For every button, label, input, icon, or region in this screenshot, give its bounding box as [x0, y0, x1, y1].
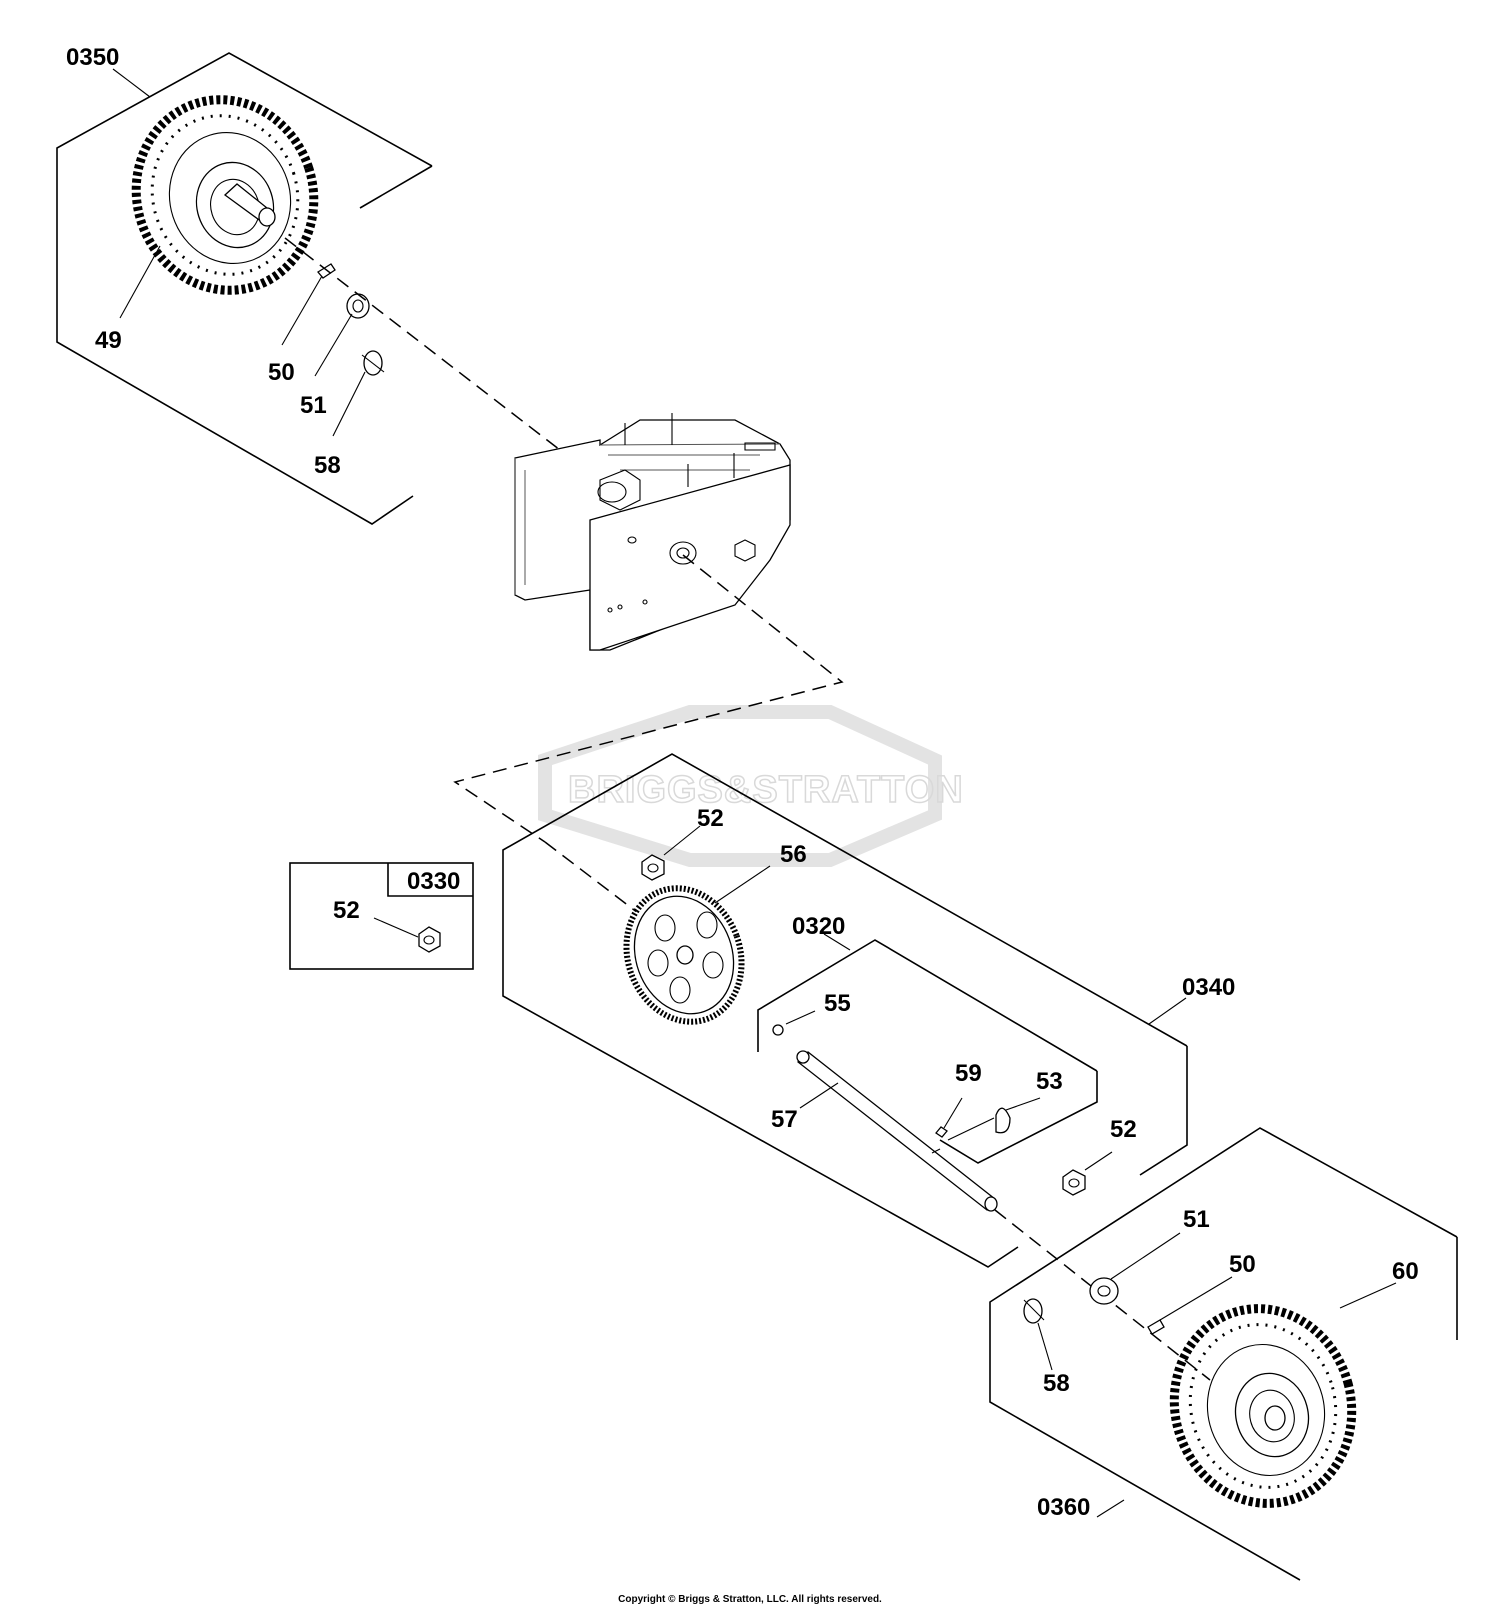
- callout-0340: 0340: [1182, 974, 1235, 1001]
- wheel-49: [131, 95, 319, 295]
- callout-0350: 0350: [66, 44, 119, 71]
- watermark-text: BRIGGS&STRATTON: [568, 769, 964, 811]
- kit-0330-box: [289, 862, 474, 970]
- callout-0320: 0320: [792, 913, 845, 940]
- callout-51-top: 51: [300, 392, 327, 419]
- key-59: [935, 1097, 963, 1138]
- callout-57: 57: [771, 1106, 798, 1133]
- leaders-top: [119, 245, 366, 437]
- brand-watermark: BRIGGS&STRATTON: [538, 705, 964, 867]
- callout-59: 59: [955, 1060, 982, 1087]
- callout-58-bottom: 58: [1043, 1370, 1070, 1397]
- callout-52-kit: 52: [333, 897, 360, 924]
- callout-60: 60: [1392, 1258, 1419, 1285]
- callout-0360: 0360: [1037, 1494, 1090, 1521]
- gear-56: [623, 865, 771, 1025]
- nut-52-upper: [641, 825, 701, 881]
- callout-52-lower: 52: [1110, 1116, 1137, 1143]
- callout-56: 56: [780, 841, 807, 868]
- callout-58-top: 58: [314, 452, 341, 479]
- copyright-notice: Copyright © Briggs & Stratton, LLC. All …: [618, 1594, 882, 1605]
- shaft-57: [796, 1050, 998, 1212]
- gear-case: [514, 413, 791, 651]
- kit-0340-outline: [502, 753, 1188, 1268]
- callout-49: 49: [95, 327, 122, 354]
- wheel-60: [1169, 1282, 1397, 1508]
- callout-50-top: 50: [268, 359, 295, 386]
- callout-0330: 0330: [407, 868, 460, 895]
- pin-50-bottom: [1147, 1276, 1233, 1335]
- clip-53: [947, 1097, 1041, 1141]
- washer-51-bottom: [1089, 1232, 1181, 1305]
- kit-0320-outline: [757, 933, 1098, 1164]
- callout-50-bottom: 50: [1229, 1251, 1256, 1278]
- callout-53: 53: [1036, 1068, 1063, 1095]
- callout-51-bottom: 51: [1183, 1206, 1210, 1233]
- callout-52-upper: 52: [697, 805, 724, 832]
- clip-58-bottom: [1023, 1298, 1053, 1371]
- axis-line-middle: [453, 554, 844, 843]
- kit-0360-outline: [989, 1127, 1458, 1581]
- clip-58-top: [361, 350, 385, 376]
- kit-0350-outline: [56, 52, 433, 525]
- washer-51-top: [346, 293, 370, 319]
- nut-52-lower: [1062, 1151, 1113, 1196]
- pin-50-top: [317, 263, 336, 279]
- callout-55: 55: [824, 990, 851, 1017]
- setscrew-55: [772, 1010, 816, 1036]
- axis-line-top: [284, 237, 561, 451]
